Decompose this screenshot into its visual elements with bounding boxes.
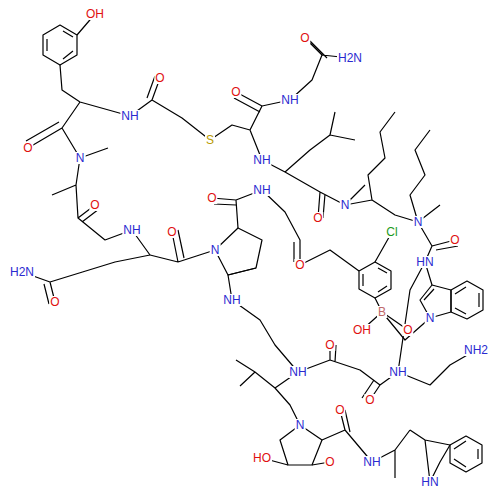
atom-label: O	[334, 404, 345, 416]
atom-label: OH	[352, 324, 372, 336]
atom-label: NH	[288, 366, 307, 378]
atom-label: O	[402, 324, 413, 336]
atom-label: HO	[252, 452, 272, 464]
atom-label: O	[294, 259, 305, 271]
atom-label: NH	[388, 366, 407, 378]
atom-label: S	[205, 134, 215, 146]
atom-label: HN	[420, 476, 439, 488]
atom-label: H2N	[9, 266, 35, 278]
atom-label: N	[210, 244, 221, 256]
atom-label: NH	[362, 456, 381, 468]
atom-label: O	[299, 32, 310, 44]
atom-label: HN	[415, 256, 434, 268]
atom-label: Cl	[385, 226, 398, 238]
atom-label: O	[166, 226, 177, 238]
atom-label: O	[364, 394, 375, 406]
atom-label: NH	[222, 294, 241, 306]
atom-label: O	[324, 339, 335, 351]
atom-label: O	[312, 212, 323, 224]
atom-label: H2N	[337, 52, 363, 64]
atom-label: O	[22, 142, 33, 154]
atom-label: N	[295, 419, 306, 431]
atom-label: OH	[85, 8, 105, 20]
atom-label: NH2	[463, 344, 489, 356]
atom-label: N	[413, 216, 424, 228]
atom-label: O	[49, 296, 60, 308]
atom-label: N	[425, 312, 436, 324]
atom-label: N	[340, 199, 351, 211]
atom-label: O	[230, 86, 241, 98]
atom-label: O	[324, 456, 335, 468]
atom-label: O	[154, 72, 165, 84]
atom-label: O	[206, 192, 217, 204]
atom-label: NH	[120, 110, 139, 122]
atom-label: O	[449, 234, 460, 246]
atom-label: B	[377, 306, 387, 318]
atom-label: NH	[280, 94, 299, 106]
atom-label: NH	[252, 184, 271, 196]
atom-label: N	[75, 152, 86, 164]
atom-label: NH	[122, 224, 141, 236]
atom-label: NH	[252, 154, 271, 166]
atom-label: O	[89, 199, 100, 211]
